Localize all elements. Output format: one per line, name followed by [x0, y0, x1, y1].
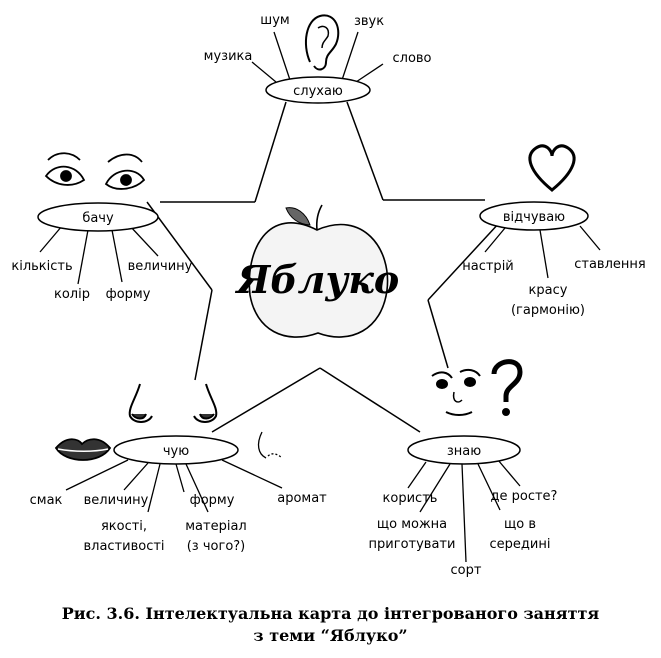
branch-label: музика: [204, 49, 253, 64]
question-mark-icon: [491, 359, 523, 416]
apple-label: Яблуко: [235, 257, 400, 302]
sniff-icon: [257, 431, 283, 459]
branch-label: що в: [504, 517, 536, 532]
node-feel: відчуваю настрій ставлення красу (гармон…: [462, 144, 646, 318]
branch-label: (з чого?): [187, 539, 246, 554]
branch-label: кількість: [11, 259, 72, 274]
branch-label: сорт: [451, 563, 482, 578]
face-icon: [431, 368, 481, 416]
nose-icon: [128, 383, 218, 423]
node-smell: чую смак величину форму аромат якості, в…: [30, 383, 327, 554]
branch-label: користь: [383, 491, 438, 506]
lips-icon: [54, 438, 112, 461]
node-hear-label: слухаю: [293, 84, 343, 99]
branch-label: колір: [54, 287, 90, 302]
branch-label: звук: [354, 14, 384, 29]
node-know-ellipse: [407, 435, 521, 465]
heart-icon: [528, 144, 576, 192]
branch-label: середині: [490, 537, 551, 552]
node-hear: слухаю шум звук музика слово: [204, 13, 432, 104]
branch-label: (гармонію): [511, 303, 585, 318]
node-smell-ellipse: [113, 435, 239, 465]
node-see-ellipse: [37, 202, 159, 232]
branch-label: шум: [260, 13, 289, 28]
node-feel-label: відчуваю: [503, 210, 565, 225]
branch-label: слово: [392, 51, 431, 66]
branch-label: матеріал: [185, 519, 246, 534]
branch-label: величину: [84, 493, 149, 508]
node-see: бачу кількість колір форму величину: [11, 152, 193, 302]
apple-icon: [248, 204, 389, 338]
branch-label: смак: [30, 493, 63, 508]
branch-label: красу: [529, 283, 568, 298]
star-outline: [146, 101, 501, 433]
branch-label: аромат: [277, 491, 327, 506]
node-see-label: бачу: [82, 211, 114, 226]
figure-caption-line1: Рис. 3.6. Інтелектуальна карта до інтегр…: [61, 604, 600, 623]
eyes-icon: [44, 152, 146, 190]
branch-label: що можна: [377, 517, 447, 532]
branch-label: форму: [190, 493, 235, 508]
branch-label: де росте?: [491, 489, 558, 504]
branch-label: величину: [128, 259, 193, 274]
node-feel-ellipse: [479, 201, 589, 231]
branch-label: настрій: [462, 259, 514, 274]
branch-label: якості,: [101, 519, 147, 534]
branch-label: ставлення: [574, 257, 645, 272]
node-know: знаю користь де росте? що можна приготув…: [369, 359, 558, 578]
figure-caption-line2: з теми “Яблуко”: [253, 626, 408, 645]
node-hear-ellipse: [265, 76, 371, 104]
branch-label: форму: [106, 287, 151, 302]
ear-icon: [304, 14, 340, 71]
branch-label: властивості: [83, 539, 164, 554]
branch-label: приготувати: [369, 537, 456, 552]
node-smell-label: чую: [163, 444, 189, 459]
node-know-label: знаю: [447, 444, 481, 459]
